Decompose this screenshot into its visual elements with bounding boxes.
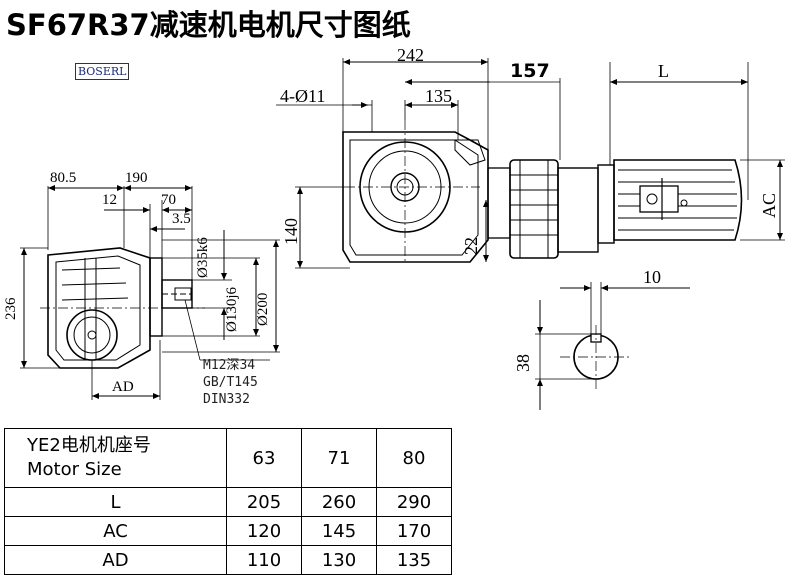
dim-157: 157	[510, 60, 550, 82]
dim-L: L	[658, 61, 669, 81]
dim-242: 242	[397, 45, 424, 65]
front-view	[276, 58, 785, 269]
side-view	[20, 185, 280, 400]
dim-10: 10	[643, 267, 661, 287]
note-line: DIN332	[203, 392, 250, 407]
center-hole-note: M12深34 GB/T145 DIN332	[203, 357, 258, 408]
dim-135: 135	[425, 86, 452, 106]
size-80: 80	[376, 428, 452, 488]
dim-3-5: 3.5	[172, 211, 191, 227]
table-row: L 205 260 290	[4, 487, 452, 517]
header-line-cn: YE2电机机座号	[27, 435, 151, 456]
table-cell: 205	[226, 487, 302, 517]
dim-shaft-diameter: Ø35k6	[195, 237, 211, 278]
shaft-section	[535, 282, 690, 410]
table-cell: 135	[376, 545, 452, 575]
dim-80-5: 80.5	[50, 170, 77, 186]
size-71: 71	[301, 428, 377, 488]
page-title: SF67R37减速机电机尺寸图纸	[6, 8, 411, 42]
dim-spigot-diameter: Ø130j6	[224, 287, 240, 332]
table-row: AC 120 145 170	[4, 516, 452, 546]
table-cell: 260	[301, 487, 377, 517]
header-line-en: Motor Size	[27, 459, 122, 480]
table-cell: 120	[226, 516, 302, 546]
dim-190: 190	[125, 170, 148, 186]
table-cell: 130	[301, 545, 377, 575]
row-label: L	[4, 487, 227, 517]
table-cell: 170	[376, 516, 452, 546]
dim-AC: AC	[759, 192, 779, 218]
dim-38: 38	[513, 354, 533, 372]
row-label: AD	[4, 545, 227, 575]
table-cell: 145	[301, 516, 377, 546]
dim-236: 236	[3, 297, 19, 321]
dim-70: 70	[161, 192, 176, 208]
dim-140: 140	[281, 218, 301, 245]
note-line: GB/T145	[203, 375, 258, 390]
dim-flange-diameter: Ø200	[255, 292, 271, 326]
table-cell: 110	[226, 545, 302, 575]
table-header-row: YE2电机机座号 Motor Size 63 71 80	[4, 428, 452, 488]
dim-22: 22	[461, 237, 481, 255]
dim-4-holes: 4-Ø11	[280, 86, 326, 106]
size-63: 63	[226, 428, 302, 488]
motor-size-table: YE2电机机座号 Motor Size 63 71 80 L 205 260 2…	[4, 428, 452, 575]
dim-12: 12	[102, 192, 117, 208]
dim-AD: AD	[112, 379, 134, 395]
row-label: AC	[4, 516, 227, 546]
brand-logo: BOSERL	[75, 63, 130, 80]
table-header-cell: YE2电机机座号 Motor Size	[4, 428, 227, 488]
table-cell: 290	[376, 487, 452, 517]
note-line: M12深34	[203, 358, 256, 373]
table-row: AD 110 130 135	[4, 545, 452, 575]
